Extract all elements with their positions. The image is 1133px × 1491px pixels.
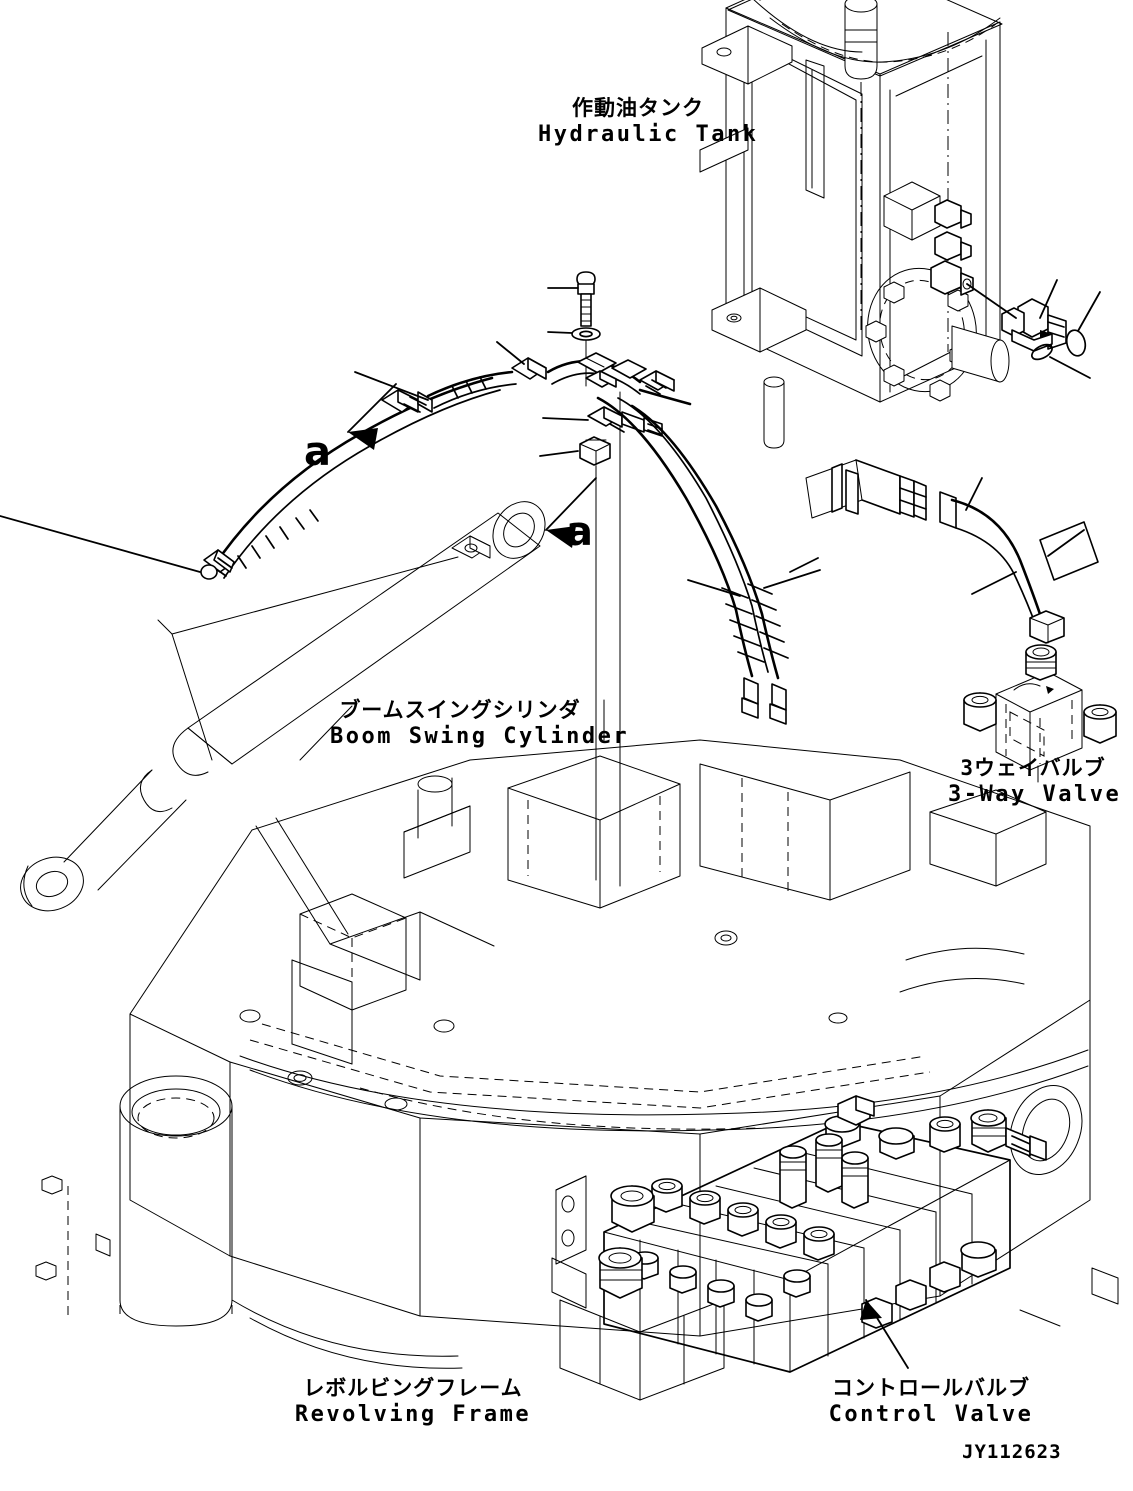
twin-hose-down-group	[596, 396, 821, 725]
callout-three-way-valve-jp: 3ウェイバルブ	[960, 756, 1106, 780]
callout-control-valve-jp: コントロールバルブ	[832, 1376, 1030, 1400]
callout-boom-swing-cylinder-en: Boom Swing Cylinder	[330, 723, 630, 749]
callout-revolving-frame-jp: レボルビングフレーム	[303, 1376, 523, 1400]
callout-control-valve: コントロールバルブ Control Valve	[826, 1376, 1036, 1428]
label-leaders	[299, 699, 1039, 783]
callout-revolving-frame: レボルビングフレーム Revolving Frame	[288, 1376, 538, 1428]
section-mark-left: a	[304, 429, 331, 475]
callout-boom-swing-cylinder: ブームスイングシリンダ Boom Swing Cylinder	[330, 698, 630, 750]
callout-hydraulic-tank-jp: 作動油タンク	[572, 96, 704, 120]
three-way-valve-group	[963, 644, 1117, 771]
callout-hydraulic-tank: 作動油タンク Hydraulic Tank	[538, 96, 759, 148]
callout-revolving-frame-en: Revolving Frame	[294, 1401, 532, 1427]
section-arrow-left	[347, 383, 397, 450]
boom-swing-cylinder-group	[20, 501, 546, 912]
callout-control-valve-en: Control Valve	[828, 1401, 1034, 1427]
control-valve-group	[551, 1095, 1047, 1373]
callout-hydraulic-tank-en: Hydraulic Tank	[538, 121, 759, 147]
callout-three-way-valve: 3ウェイバルブ 3-Way Valve	[948, 756, 1122, 808]
revolving-frame-group	[35, 739, 1119, 1401]
section-mark-right: a	[566, 509, 593, 555]
right-hose-valve-group	[789, 459, 1099, 644]
hydraulic-tank-group	[699, 0, 1010, 449]
callout-three-way-valve-en: 3-Way Valve	[948, 781, 1122, 807]
callout-boom-swing-cylinder-jp: ブームスイングシリンダ	[339, 698, 581, 722]
tank-elbow-fitting-group	[966, 279, 1101, 379]
right-branch-fitting-group	[542, 388, 692, 437]
section-arrow-right	[545, 477, 597, 548]
drawing-number: JY112623	[962, 1441, 1062, 1463]
hose-clamp-branch-group	[539, 352, 675, 887]
